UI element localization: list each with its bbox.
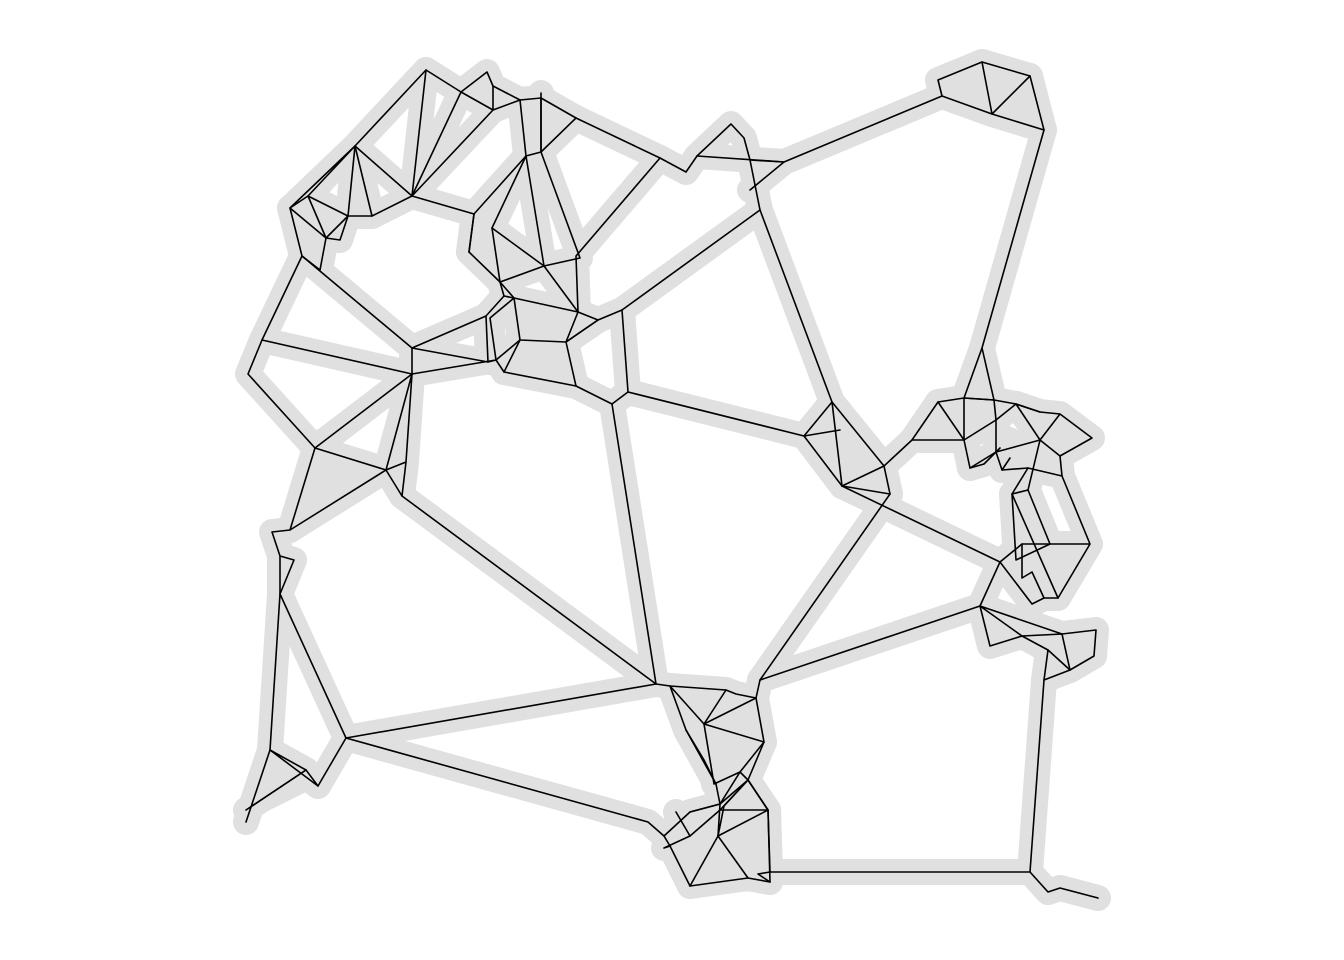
graph-edge	[979, 605, 1023, 647]
graph-edge	[354, 69, 427, 197]
shaded-face	[938, 62, 1044, 130]
graph-edge	[425, 69, 761, 211]
graph-edge	[1021, 633, 1071, 671]
graph-edge	[747, 679, 1045, 873]
shaded-face	[1016, 404, 1092, 456]
shaded-face	[308, 196, 348, 238]
graph-edge	[719, 779, 749, 811]
graph-edge	[345, 737, 771, 887]
graph-edge	[261, 255, 413, 375]
graph-edge	[289, 469, 387, 531]
shaded-faces	[246, 62, 1096, 886]
graph-edge	[1001, 457, 1011, 471]
graph-edge	[749, 159, 785, 191]
shaded-face	[469, 214, 492, 252]
shaded-face	[964, 398, 1016, 440]
graph-edge	[831, 401, 843, 487]
edge-halo	[735, 667, 1057, 885]
graph-edge	[301, 255, 505, 363]
graph-edge	[1021, 475, 1091, 599]
shaded-face	[664, 780, 770, 886]
halo-layer	[233, 49, 1111, 911]
graph-edge	[995, 403, 1063, 477]
shaded-face	[290, 196, 326, 238]
shaded-face	[492, 228, 544, 282]
graph-edge	[803, 429, 841, 437]
graph-edge	[621, 209, 761, 311]
graph-edge	[540, 151, 581, 267]
graph-edge	[565, 319, 599, 343]
graph-edge	[491, 227, 545, 267]
shaded-face	[996, 440, 1062, 476]
graph-edge	[247, 339, 413, 449]
shaded-face	[964, 440, 996, 468]
shaded-face	[980, 606, 1022, 646]
graph-edge	[411, 315, 487, 349]
graph-edge	[655, 679, 761, 699]
graph-edge	[489, 297, 515, 361]
graph-edge	[251, 769, 307, 807]
shaded-face	[386, 462, 406, 496]
graph-edge	[468, 213, 475, 253]
graph-edge	[703, 723, 765, 773]
edge-halo	[1017, 859, 1111, 911]
graph-edge	[979, 543, 1097, 681]
shaded-face	[290, 448, 386, 530]
shaded-face	[1012, 490, 1050, 560]
graph-edge	[503, 295, 515, 299]
graph-edge	[325, 215, 349, 241]
edges	[245, 61, 1099, 899]
graph-edge	[289, 195, 349, 239]
graph-edge	[757, 871, 771, 883]
graph-edge	[703, 697, 757, 725]
graph-edge	[245, 555, 281, 823]
graph-edge	[1011, 489, 1051, 561]
graph-edge	[1011, 439, 1041, 495]
graph-edge	[627, 391, 805, 437]
graph-edge	[289, 145, 527, 217]
graph-edge	[279, 593, 347, 739]
graph-edge	[1029, 871, 1099, 899]
graph-edge	[941, 75, 1031, 115]
shaded-face	[1022, 630, 1096, 670]
graph-edge	[685, 729, 717, 785]
graph-edge	[271, 447, 316, 595]
shaded-face	[912, 398, 964, 440]
graph-edge	[269, 737, 347, 787]
graph-edge	[289, 195, 327, 271]
graph-edge	[999, 561, 1045, 605]
graph-edge	[831, 401, 885, 467]
shaded-face	[670, 686, 764, 784]
shaded-face	[804, 402, 884, 486]
shaded-face	[842, 466, 890, 494]
shaded-face	[996, 420, 1040, 452]
graph-edge	[347, 145, 373, 217]
graph-edge	[969, 447, 1001, 469]
shaded-face	[504, 340, 576, 386]
graph-edge	[411, 359, 497, 375]
graph-edge	[717, 809, 769, 837]
graph-edge	[611, 403, 657, 685]
graph-edge	[543, 157, 661, 313]
graph-edge	[663, 835, 691, 849]
shaded-face	[461, 86, 493, 110]
graph-edge	[1011, 493, 1059, 599]
shaded-face	[1032, 544, 1090, 598]
graph-edge	[460, 85, 494, 111]
graph-edge	[269, 749, 319, 787]
graph-edge	[841, 485, 1001, 563]
edge-halo	[333, 483, 669, 751]
graph-edge	[499, 281, 579, 343]
graph-edge	[1047, 649, 1071, 671]
graph-edge	[411, 91, 521, 197]
graph-edge	[1015, 403, 1041, 413]
